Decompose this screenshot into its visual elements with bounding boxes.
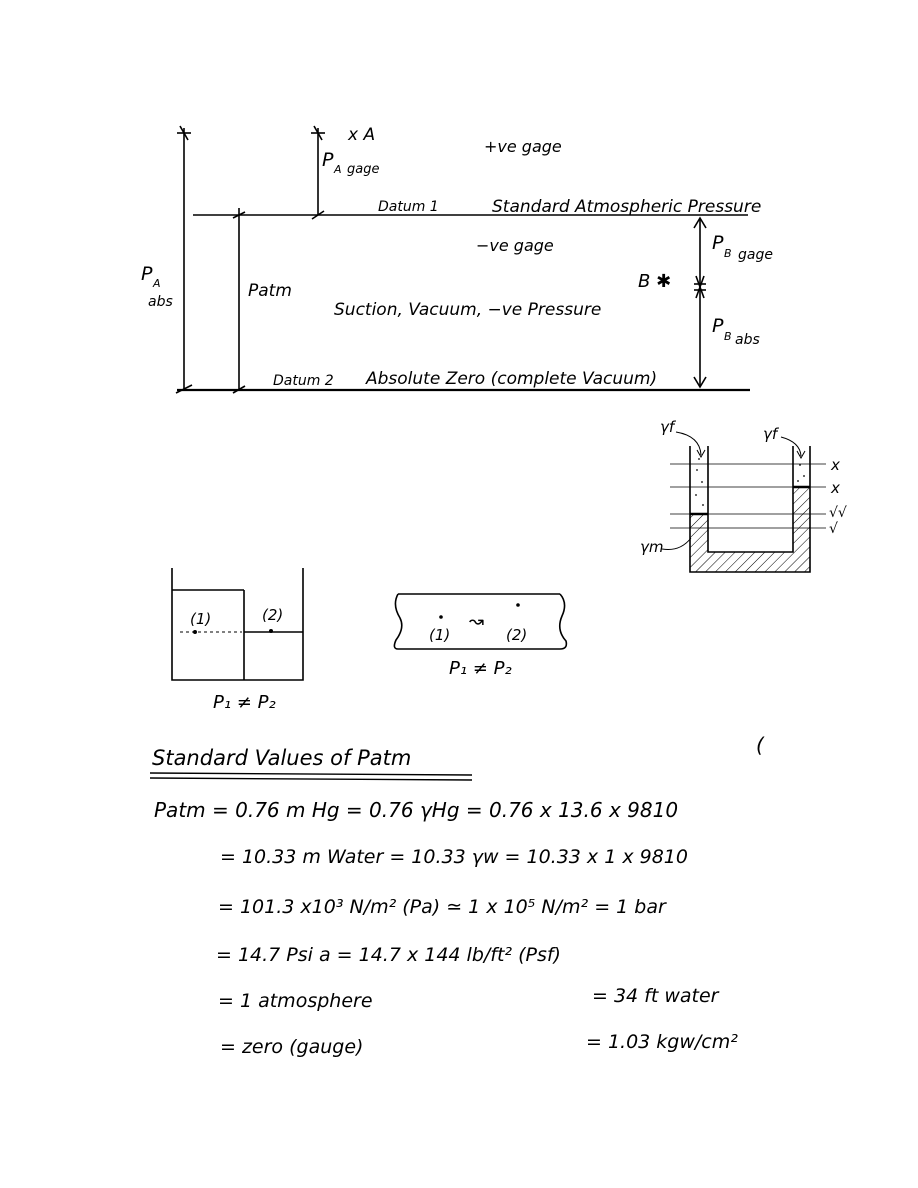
tank-point-2: (2) [262, 606, 283, 624]
eq-line-4: = 14.7 Psi a = 14.7 x 144 lb/ft² (Psf) [216, 944, 561, 966]
label-patm: Patm [248, 281, 292, 301]
label-gamma-m: γm [640, 538, 664, 556]
mark-3: √√ [829, 505, 847, 521]
label-pa-abs-p: P [141, 263, 153, 285]
eq-line-7: = zero (gauge) [220, 1036, 364, 1058]
label-pa-gage-p: P [322, 149, 334, 171]
label-datum1: Datum 1 [378, 199, 439, 215]
manometer-fluid [690, 487, 810, 572]
label-pb-gage-word: gage [738, 247, 773, 263]
pipe-arrow: ↝ [469, 611, 484, 632]
pipe-caption: P₁ ≠ P₂ [449, 658, 512, 679]
eq-line-6: = 34 ft water [592, 985, 719, 1007]
tank-point-1: (1) [190, 610, 211, 628]
pipe-point-2: (2) [506, 626, 527, 644]
corner-mark: ( [756, 733, 765, 757]
label-b-point: B ✱ [638, 271, 671, 292]
mark-4: √ [829, 521, 838, 537]
standard-values-title: Standard Values of Patm [152, 746, 411, 770]
eq-line-8: = 1.03 kgw/cm² [586, 1031, 738, 1053]
label-suction: Suction, Vacuum, −ve Pressure [334, 300, 601, 320]
label-gamma-f-right: γf [763, 425, 780, 443]
mark-1: x [830, 456, 840, 474]
label-xA: x A [347, 125, 375, 145]
label-pa-gage-word: gage [347, 162, 379, 177]
label-pb-abs-sub: B [724, 330, 732, 343]
label-pa-abs-word: abs [148, 294, 173, 310]
eq-line-1: Patm = 0.76 m Hg = 0.76 γHg = 0.76 x 13.… [154, 798, 679, 822]
eq-line-5: = 1 atmosphere [218, 990, 373, 1012]
label-absolute-zero: Absolute Zero (complete Vacuum) [365, 369, 657, 389]
pipe-point-1: (1) [429, 626, 450, 644]
label-datum2: Datum 2 [273, 373, 334, 389]
label-standard-atm: Standard Atmospheric Pressure [492, 197, 761, 217]
label-positive-gage: +ve gage [484, 137, 562, 156]
label-pa-gage-sub: A [333, 163, 342, 176]
tank-caption: P₁ ≠ P₂ [213, 692, 276, 713]
label-pb-abs-p: P [712, 315, 724, 337]
label-pa-abs-sub: A [152, 277, 161, 290]
eq-line-3: = 101.3 x10³ N/m² (Pa) ≃ 1 x 10⁵ N/m² = … [218, 896, 666, 918]
label-negative-gage: −ve gage [476, 236, 554, 255]
eq-line-2: = 10.33 m Water = 10.33 γw = 10.33 x 1 x… [220, 846, 688, 868]
label-pb-abs-word: abs [735, 332, 760, 348]
label-gamma-f-left: γf [660, 418, 677, 436]
mark-2: x [830, 479, 840, 497]
label-pb-gage-p: P [712, 232, 724, 254]
label-pb-gage-sub: B [724, 247, 732, 260]
